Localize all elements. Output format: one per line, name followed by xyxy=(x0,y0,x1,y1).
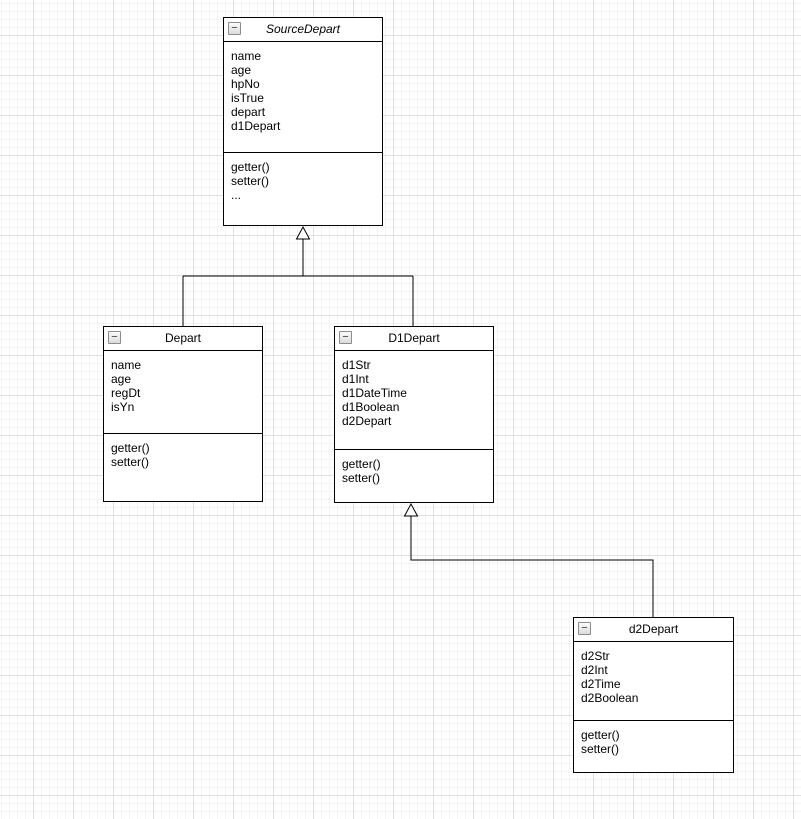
attribute-row[interactable]: d1DateTime xyxy=(342,386,407,400)
methods-section: getter() setter() xyxy=(574,721,733,772)
class-title-bar[interactable]: − Depart xyxy=(104,327,262,351)
generalization-edge-depart-to-sourcedepart[interactable] xyxy=(182,225,414,326)
collapse-minus-icon[interactable]: − xyxy=(228,22,241,35)
method-row[interactable]: setter() xyxy=(231,174,270,188)
attributes-section: d1Str d1Int d1DateTime d1Boolean d2Depar… xyxy=(335,351,493,450)
method-row[interactable]: ... xyxy=(231,188,242,202)
uml-class-d2depart[interactable]: − d2Depart d2Str d2Int d2Time d2Boolean … xyxy=(573,617,734,773)
methods-section: getter() setter() xyxy=(335,450,493,502)
attribute-row[interactable]: regDt xyxy=(111,386,141,400)
attribute-row[interactable]: d2Depart xyxy=(342,414,392,428)
attribute-row[interactable]: d1Str xyxy=(342,358,371,372)
attributes-section: name age regDt isYn xyxy=(104,351,262,434)
method-row[interactable]: getter() xyxy=(342,457,381,471)
attribute-row[interactable]: d2Int xyxy=(581,663,608,677)
attribute-row[interactable]: isYn xyxy=(111,400,135,414)
class-title: d2Depart xyxy=(628,622,679,636)
attribute-row[interactable]: name xyxy=(231,49,262,63)
attribute-row[interactable]: d1Boolean xyxy=(342,400,400,414)
attribute-row[interactable]: hpNo xyxy=(231,77,260,91)
class-title-bar[interactable]: − D1Depart xyxy=(335,327,493,351)
hollow-triangle-arrowhead xyxy=(403,502,419,517)
uml-class-depart[interactable]: − Depart name age regDt isYn getter() se… xyxy=(103,326,263,502)
attributes-section: d2Str d2Int d2Time d2Boolean xyxy=(574,642,733,721)
attribute-row[interactable]: d1Depart xyxy=(231,119,281,133)
attribute-row[interactable]: d2Boolean xyxy=(581,691,639,705)
method-row[interactable]: setter() xyxy=(581,742,620,756)
class-title-bar[interactable]: − SourceDepart xyxy=(224,18,382,42)
attribute-row[interactable]: depart xyxy=(231,105,266,119)
attribute-row[interactable]: age xyxy=(111,372,132,386)
generalization-edge-d2depart-to-d1depart[interactable] xyxy=(403,502,654,617)
class-title: Depart xyxy=(164,331,202,345)
class-title-bar[interactable]: − d2Depart xyxy=(574,618,733,642)
uml-class-sourcedepart[interactable]: − SourceDepart name age hpNo isTrue depa… xyxy=(223,17,383,226)
method-row[interactable]: getter() xyxy=(111,441,150,455)
collapse-minus-icon[interactable]: − xyxy=(578,622,591,635)
methods-section: getter() setter() ... xyxy=(224,153,382,225)
attribute-row[interactable]: name xyxy=(111,358,142,372)
attribute-row[interactable]: age xyxy=(231,63,252,77)
collapse-minus-icon[interactable]: − xyxy=(108,331,121,344)
attribute-row[interactable]: isTrue xyxy=(231,91,264,105)
method-row[interactable]: getter() xyxy=(581,728,620,742)
attribute-row[interactable]: d2Time xyxy=(581,677,621,691)
hollow-triangle-arrowhead xyxy=(295,225,311,240)
methods-section: getter() setter() xyxy=(104,434,262,501)
class-title: SourceDepart xyxy=(265,22,341,36)
attributes-section: name age hpNo isTrue depart d1Depart xyxy=(224,42,382,153)
collapse-minus-icon[interactable]: − xyxy=(339,331,352,344)
attribute-row[interactable]: d2Str xyxy=(581,649,610,663)
method-row[interactable]: setter() xyxy=(342,471,381,485)
attribute-row[interactable]: d1Int xyxy=(342,372,369,386)
method-row[interactable]: getter() xyxy=(231,160,270,174)
uml-class-d1depart[interactable]: − D1Depart d1Str d1Int d1DateTime d1Bool… xyxy=(334,326,494,503)
class-title: D1Depart xyxy=(388,331,440,345)
method-row[interactable]: setter() xyxy=(111,455,150,469)
